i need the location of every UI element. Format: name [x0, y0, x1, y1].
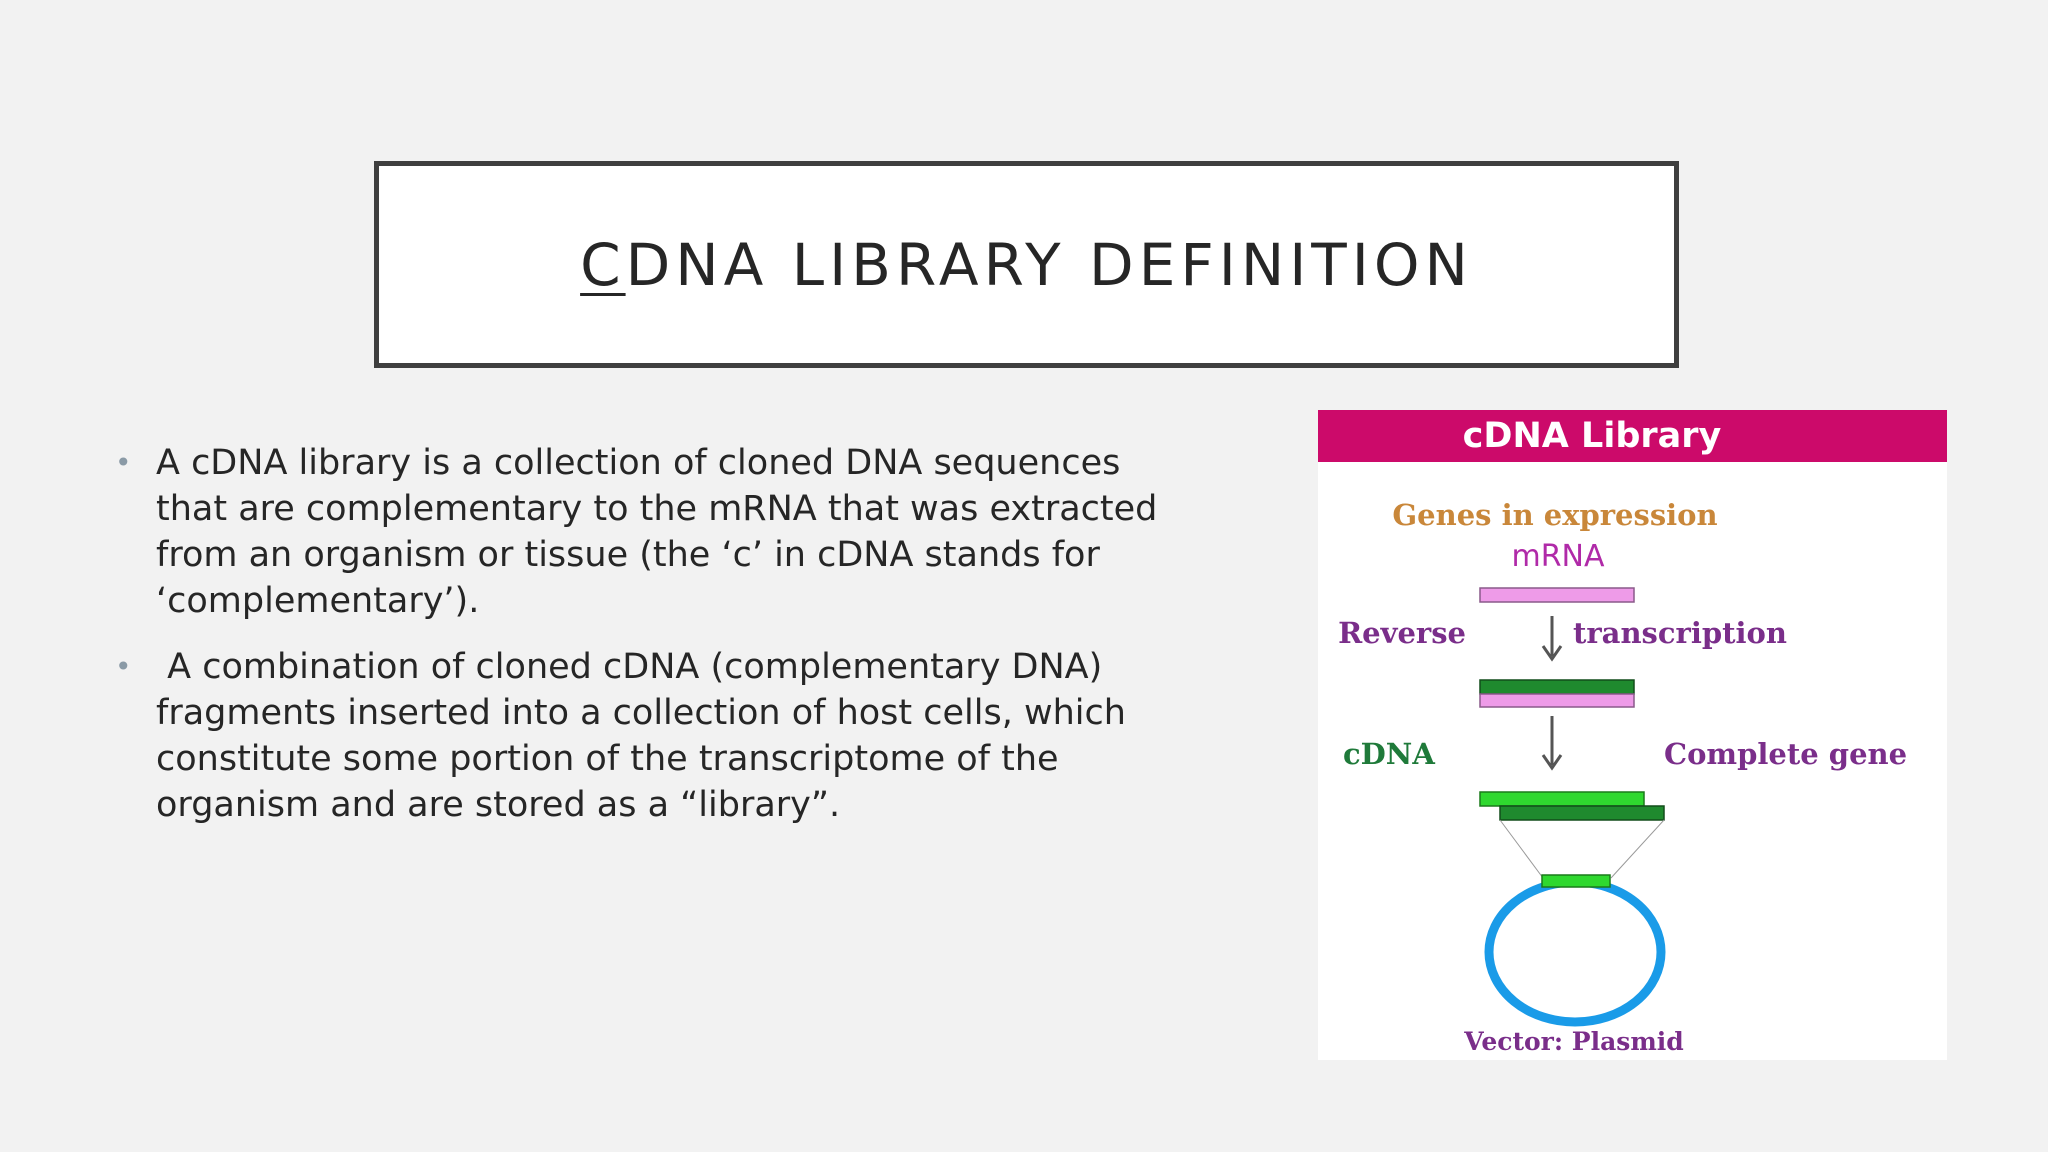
cdna-strand-dark: [1479, 679, 1635, 695]
synthesis-arrow-icon: [1541, 716, 1563, 771]
insert-guide-right: [1610, 819, 1665, 879]
bullet-dot-icon: •: [115, 650, 132, 683]
mrna-strand: [1479, 587, 1635, 603]
reverse-transcription-arrow-icon: [1541, 616, 1563, 662]
mrna-label: mRNA: [1511, 539, 1605, 574]
vector-plasmid-label: Vector: Plasmid: [1463, 1027, 1684, 1056]
title-first-letter: C: [580, 230, 626, 299]
title-box: CDNA LIBRARY DEFINITION: [374, 161, 1679, 368]
figure-header-text: cDNA Library: [1463, 416, 1722, 456]
insert-guide-left: [1499, 819, 1544, 879]
bullet-list: • A cDNA library is a collection of clon…: [115, 440, 1175, 848]
genes-in-expression-label: Genes in expression: [1392, 498, 1717, 532]
reverse-label: Reverse: [1338, 616, 1466, 650]
figure-header-band: [1318, 410, 1947, 462]
bullet-text: A cDNA library is a collection of cloned…: [156, 443, 1158, 621]
mrna-strand-hybrid: [1479, 693, 1635, 708]
bullet-item: • A cDNA library is a collection of clon…: [115, 440, 1175, 624]
cdna-library-figure: cDNA Library Genes in expression mRNA Re…: [1318, 410, 1947, 1060]
bullet-item: • A combination of cloned cDNA (compleme…: [115, 644, 1175, 828]
plasmid-circle: [1484, 877, 1666, 1027]
bullet-dot-icon: •: [115, 446, 132, 479]
cdna-strand-light: [1479, 791, 1645, 807]
cdna-label: cDNA: [1343, 737, 1435, 771]
bullet-text: A combination of cloned cDNA (complement…: [156, 647, 1138, 825]
transcription-label: transcription: [1573, 616, 1787, 650]
cdna-library-diagram: cDNA Library Genes in expression mRNA Re…: [1318, 410, 1947, 1056]
complete-gene-label: Complete gene: [1664, 737, 1907, 771]
title-rest: DNA LIBRARY DEFINITION: [625, 230, 1473, 299]
plasmid-insert: [1541, 874, 1611, 888]
slide-title: CDNA LIBRARY DEFINITION: [580, 231, 1473, 299]
cdna-strand-complement: [1499, 805, 1665, 821]
